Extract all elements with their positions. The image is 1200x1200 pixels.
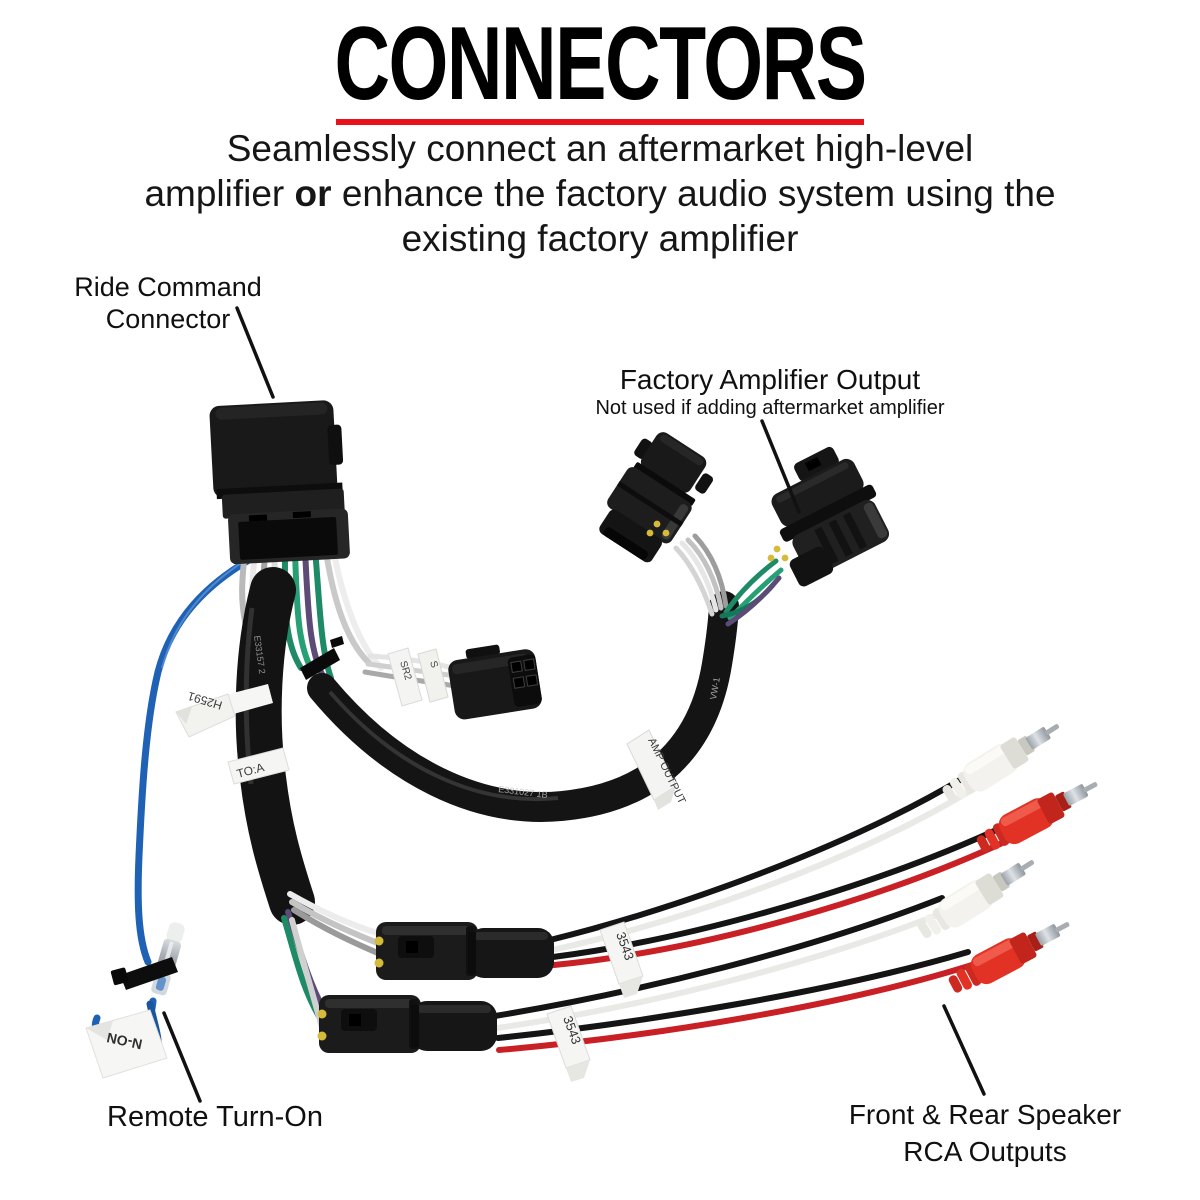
subtitle-line-2-bold: or (294, 173, 332, 214)
rca-plug-red-rear (948, 922, 1070, 993)
rca-plug-white-front (942, 724, 1060, 803)
subtitle: Seamlessly connect an aftermarket high-l… (0, 126, 1200, 261)
trunk-band-label: TO:A (227, 747, 290, 785)
ride-command-connector (209, 400, 350, 565)
factory-amp-junction-wires (673, 533, 784, 627)
branch-tag-right-text: S (427, 660, 440, 670)
page-title: CONNECTORS (334, 6, 867, 122)
factory-amp-connector-right-seals (767, 545, 789, 562)
factory-amp-branch-sleeve: E331027 1B VW-1 (307, 591, 739, 822)
callout-factory-amp-note: Not used if adding aftermarket amplifier (595, 397, 945, 419)
rca-plug-white-rear (917, 860, 1035, 939)
callout-lines (162, 306, 986, 1103)
callout-rca-line2: RCA Outputs (903, 1136, 1067, 1167)
callout-ride-command-line2: Connector (105, 304, 231, 334)
trunk-flag-label: H2591 (175, 684, 273, 738)
rca-tag-bottom: 3543 (546, 1005, 591, 1082)
small-4pin-connector (448, 644, 542, 720)
callout-rca-outputs: Front & Rear Speaker RCA Outputs (830, 1096, 1140, 1170)
subtitle-line-1: Seamlessly connect an aftermarket high-l… (226, 128, 974, 169)
callout-line-factory-amp (760, 419, 801, 514)
callout-rca-line1: Front & Rear Speaker (848, 1099, 1122, 1130)
subtitle-line-2b: enhance the factory audio system using t… (331, 173, 1056, 214)
remote-turn-on-tag: N-ON (85, 1009, 168, 1079)
subtitle-line-3: existing factory amplifier (401, 218, 799, 259)
dtm-connector-pair-top (374, 922, 554, 980)
branch-tag-labels: SR2 S (387, 647, 449, 707)
callout-ride-command: Ride Command Connector (58, 271, 278, 335)
subtitle-line-2a: amplifier (144, 173, 295, 214)
sleeve-print2-text: VW-1 (708, 677, 722, 701)
factory-amp-connector-left-seals (646, 520, 670, 537)
callout-ride-command-line1: Ride Command (74, 272, 262, 302)
callout-remote-turn-on: Remote Turn-On (95, 1100, 335, 1134)
dtm-connector-pair-bottom (317, 995, 497, 1053)
trunk-band-text: TO:A (235, 760, 265, 781)
callout-line-remote (162, 1011, 202, 1103)
main-trunk-cable: E33157 2 (235, 567, 315, 925)
callout-line-rca (942, 1004, 986, 1096)
factory-amp-connector-left (599, 432, 714, 563)
remote-turn-on-tag-text: N-ON (105, 1030, 143, 1053)
callout-remote-turn-on-text: Remote Turn-On (107, 1101, 323, 1133)
rca-tag-top: 3543 (599, 921, 644, 998)
factory-amp-connector-right (771, 446, 890, 587)
cable-tie (300, 636, 344, 680)
callout-factory-amp-title: Factory Amplifier Output (619, 364, 921, 395)
remote-turn-on-cable-tie (110, 957, 178, 990)
callout-line-ride-command (235, 306, 275, 399)
rca-plug-red-front (976, 782, 1098, 853)
callout-factory-amp: Factory Amplifier Output Not used if add… (560, 364, 980, 420)
title-underline (336, 119, 864, 125)
